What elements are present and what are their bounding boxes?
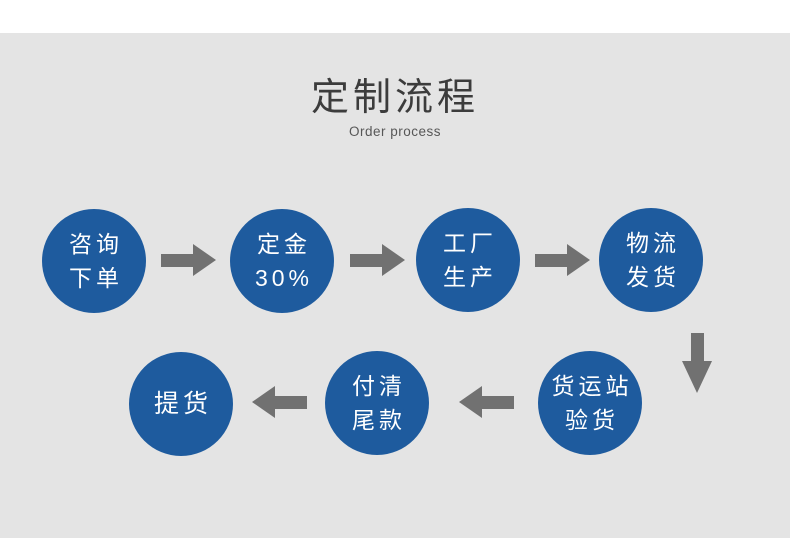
page-title: 定制流程 [310, 77, 479, 119]
content-band: 定制流程 Order process 咨询 下单 定金 30% 工厂 生产 物流… [0, 33, 790, 538]
step-label-line: 咨询 [69, 231, 123, 257]
arrow-head [459, 386, 482, 418]
arrow-right-icon [535, 244, 590, 276]
step-logistics-shipping: 物流 发货 [599, 208, 703, 312]
arrow-head [252, 386, 275, 418]
arrow-left-icon [459, 386, 514, 418]
step-deposit-30-percent: 定金 30% [230, 209, 334, 313]
step-label-line: 货运站 [551, 373, 633, 399]
step-label-line: 发货 [626, 264, 680, 290]
step-freight-station-inspection: 货运站 验货 [538, 351, 642, 455]
step-label-line: 付清 [352, 373, 406, 399]
step-label-line: 尾款 [352, 407, 406, 433]
arrow-left-icon [252, 386, 307, 418]
header: 定制流程 Order process [0, 77, 790, 139]
arrow-head [193, 244, 216, 276]
step-pick-up-goods: 提货 [129, 352, 233, 456]
step-label-line: 验货 [565, 407, 619, 433]
step-factory-production: 工厂 生产 [416, 208, 520, 312]
arrow-head [682, 361, 712, 393]
step-label-line: 生产 [443, 264, 497, 290]
arrow-tail [350, 253, 382, 267]
page-subtitle: Order process [348, 123, 442, 139]
arrow-right-icon [161, 244, 216, 276]
step-label-line: 30% [254, 265, 314, 291]
arrow-tail [535, 253, 567, 267]
step-label-line: 下单 [69, 265, 123, 291]
step-label-line: 提货 [153, 390, 212, 418]
arrow-tail [482, 395, 514, 409]
step-label-line: 物流 [626, 230, 680, 256]
arrow-tail [275, 395, 307, 409]
arrow-right-icon [350, 244, 405, 276]
arrow-tail [161, 253, 193, 267]
step-label-line: 工厂 [443, 230, 497, 256]
arrow-head [382, 244, 405, 276]
arrow-tail [690, 333, 704, 361]
arrow-head [567, 244, 590, 276]
step-pay-balance: 付清 尾款 [325, 351, 429, 455]
step-label-line: 定金 [257, 231, 311, 257]
step-consult-order: 咨询 下单 [42, 209, 146, 313]
arrow-down-icon [682, 333, 712, 393]
